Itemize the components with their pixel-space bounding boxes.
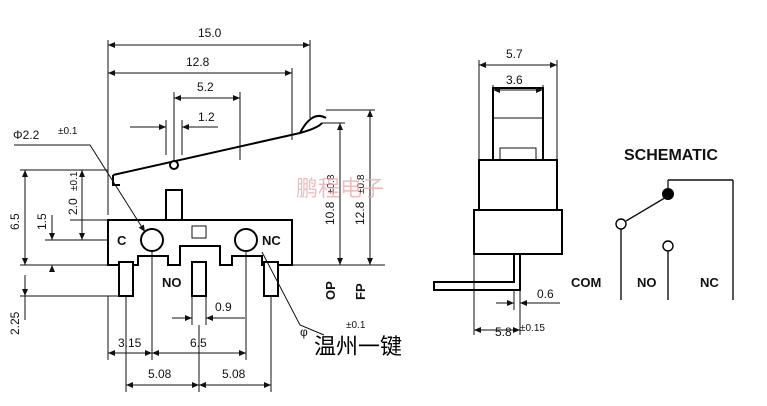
dim-op-10-8: 10.8 bbox=[323, 201, 337, 225]
plunger bbox=[165, 189, 183, 221]
label-fp: FP bbox=[353, 283, 368, 300]
dim-fp-12-8: 12.8 bbox=[353, 201, 367, 225]
dim-1-2: 1.2 bbox=[198, 110, 215, 124]
pin-c bbox=[118, 261, 134, 297]
dim-side-5-8-tolerance: ±0.15 bbox=[520, 323, 545, 334]
terminal-label-nc: NC bbox=[262, 233, 281, 248]
side-pin bbox=[433, 254, 521, 291]
dim-fp-tolerance: ±0.8 bbox=[356, 174, 367, 194]
dim-6-5-vertical: 6.5 bbox=[8, 213, 22, 230]
dim-side-3-6: 3.6 bbox=[506, 73, 523, 87]
dim-2-0: 2.0 bbox=[66, 198, 80, 215]
dim-hole-diameter: Φ2.2 bbox=[13, 128, 40, 142]
dim-3-15: 3.15 bbox=[118, 336, 142, 350]
dim-op-tolerance: ±0.8 bbox=[326, 174, 337, 194]
pin-no bbox=[191, 261, 207, 297]
watermark-text: 鹏程电子 bbox=[296, 177, 384, 202]
lever-arm bbox=[112, 122, 323, 176]
front-view: C NC NO 15.0 12.8 5.2 1.2 Φ2.2 ±0.1 bbox=[8, 26, 385, 392]
schematic: SCHEMATIC COM NO NC bbox=[571, 147, 734, 300]
dim-side-0-6: 0.6 bbox=[537, 287, 554, 301]
caption-text: 温州一键 bbox=[314, 335, 402, 360]
terminal-label-no: NO bbox=[162, 275, 182, 290]
dim-pin-diameter-tolerance: ±0.1 bbox=[346, 320, 366, 331]
side-body-upper bbox=[478, 159, 558, 211]
dim-12-8: 12.8 bbox=[186, 55, 210, 69]
side-view: 5.7 3.6 0.6 5.8 ±0.15 bbox=[433, 47, 563, 339]
dim-5-2: 5.2 bbox=[197, 80, 214, 94]
schematic-label-no: NO bbox=[637, 275, 657, 290]
dim-2-0-tolerance: ±0.1 bbox=[69, 171, 80, 191]
dim-0-9: 0.9 bbox=[215, 300, 232, 314]
com-contact bbox=[615, 218, 627, 230]
dim-side-5-7: 5.7 bbox=[506, 47, 523, 61]
terminal-label-c: C bbox=[117, 233, 127, 248]
schematic-label-com: COM bbox=[571, 275, 601, 290]
dim-6-5-horizontal: 6.5 bbox=[190, 336, 207, 350]
mounting-hole-left bbox=[140, 228, 164, 252]
schematic-title: SCHEMATIC bbox=[624, 147, 718, 164]
dim-15-0: 15.0 bbox=[198, 26, 222, 40]
dim-5-08-left: 5.08 bbox=[148, 367, 172, 381]
mounting-hole-right bbox=[234, 228, 258, 252]
dim-1-5: 1.5 bbox=[35, 213, 49, 230]
no-contact bbox=[662, 240, 674, 252]
dim-hole-tolerance: ±0.1 bbox=[58, 126, 78, 137]
label-op: OP bbox=[323, 281, 338, 300]
dim-2-25: 2.25 bbox=[8, 311, 22, 335]
dim-side-5-8: 5.8 bbox=[495, 325, 512, 339]
dim-pin-diameter: φ bbox=[300, 325, 308, 339]
dim-5-08-right: 5.08 bbox=[222, 367, 246, 381]
schematic-label-nc: NC bbox=[700, 275, 719, 290]
side-body-lower bbox=[473, 209, 563, 255]
